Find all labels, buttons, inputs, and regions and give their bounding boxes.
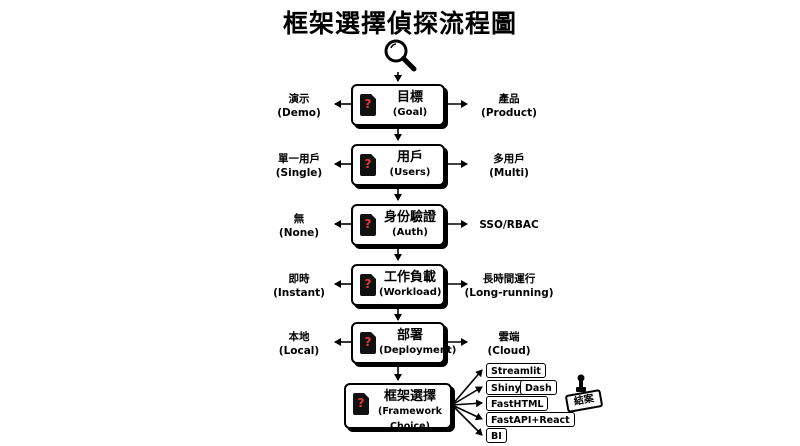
option-right: SSO/RBAC — [479, 219, 539, 231]
step-label: 工作負載 — [383, 270, 436, 285]
option-right: 多用戶(Multi) — [489, 153, 529, 179]
option-right: 長時間運行(Long-running) — [464, 273, 554, 299]
option-left: 無(None) — [278, 213, 320, 239]
step-sublabel: (Framework Choice) — [378, 406, 442, 432]
stamp-label: 結案 — [564, 389, 604, 413]
document-icon: ? — [353, 393, 369, 415]
framework-tag: BI — [486, 428, 507, 443]
step-auth: ? 身份驗證 (Auth) — [351, 204, 445, 246]
step-sublabel: (Goal) — [392, 107, 428, 118]
step-label: 身份驗證 — [383, 210, 436, 225]
framework-tag: FastHTML — [486, 396, 549, 411]
step-sublabel: (Users) — [389, 167, 431, 178]
step-sublabel: (Deployment) — [379, 345, 457, 356]
stamp-handle-icon — [576, 374, 586, 392]
step-sublabel: (Workload) — [379, 287, 442, 298]
stamp-icon: 結案 — [564, 374, 608, 414]
step-users: ? 用戶 (Users) — [351, 144, 445, 186]
step-goal: ? 目標 (Goal) — [351, 84, 445, 126]
framework-tag: Dash — [520, 380, 557, 395]
step-label: 框架選擇 — [383, 389, 436, 404]
option-left: 本地(Local) — [278, 331, 320, 357]
step-label: 部署 — [396, 328, 423, 343]
framework-tag: FastAPI+React — [486, 412, 575, 427]
step-sublabel: (Auth) — [392, 227, 428, 238]
step-label: 目標 — [396, 90, 423, 105]
option-right: 產品(Product) — [481, 93, 537, 119]
step-label: 用戶 — [396, 150, 423, 165]
step-framework-choice: ? 框架選擇 (Framework Choice) — [344, 383, 452, 432]
step-deployment: ? 部署 (Deployment) — [351, 322, 457, 364]
document-icon: ? — [360, 94, 376, 116]
option-right: 雲端(Cloud) — [487, 331, 531, 357]
step-workload: ? 工作負載 (Workload) — [351, 264, 445, 306]
option-left: 即時(Instant) — [273, 273, 325, 299]
document-icon: ? — [360, 332, 376, 354]
magnifier-icon — [384, 39, 417, 72]
document-icon: ? — [360, 214, 376, 236]
document-icon: ? — [360, 274, 376, 296]
option-left: 單一用戶(Single) — [275, 153, 323, 179]
option-left: 演示(Demo) — [277, 93, 321, 119]
framework-tag: Streamlit — [486, 363, 546, 378]
document-icon: ? — [360, 154, 376, 176]
page-title: 框架選擇偵探流程圖 — [282, 9, 517, 38]
